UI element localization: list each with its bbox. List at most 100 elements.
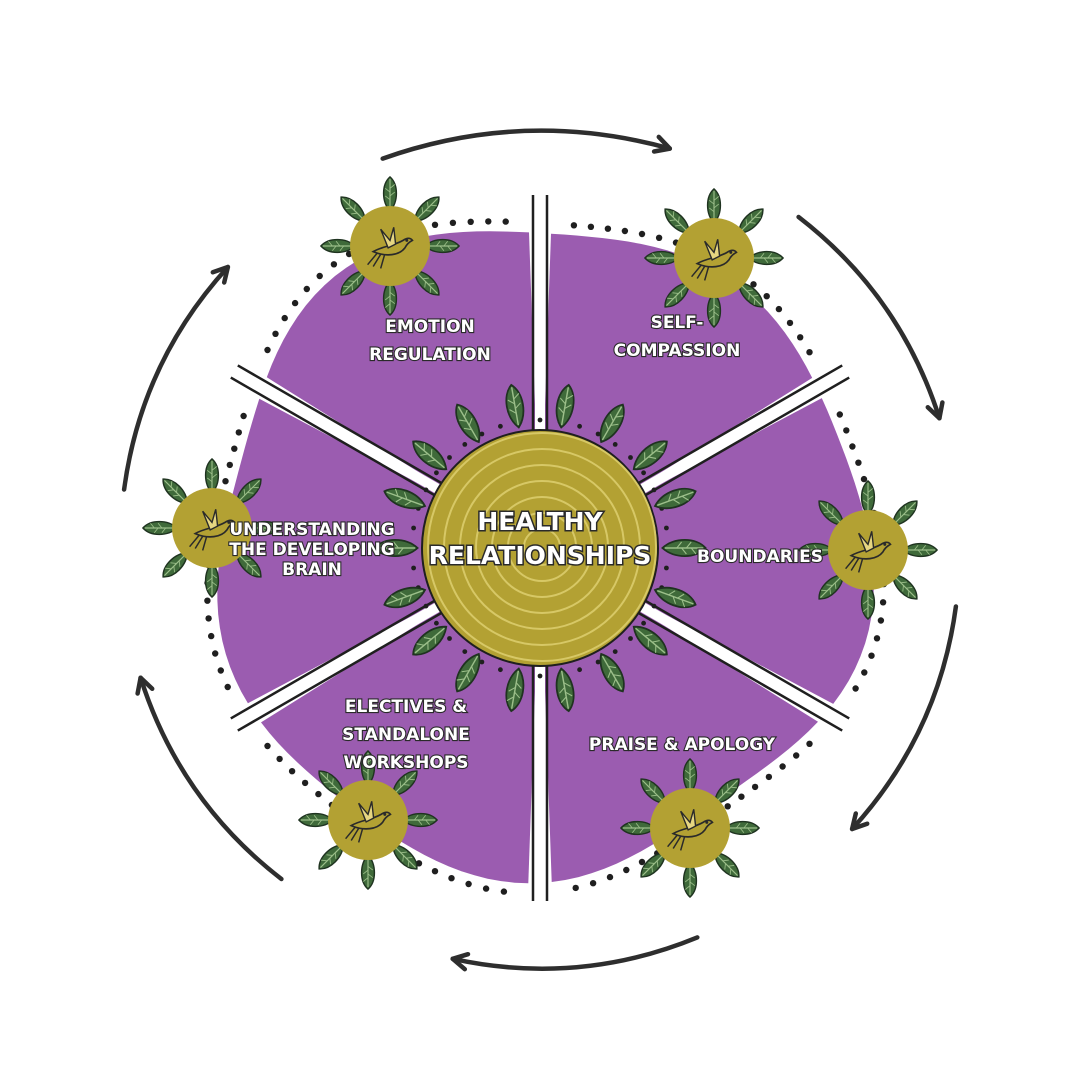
label-line: THE DEVELOPING xyxy=(229,540,395,560)
label-line: EMOTION xyxy=(385,317,475,337)
divider-line xyxy=(230,596,448,732)
leaf-icon xyxy=(298,812,334,828)
hub-dot xyxy=(651,603,657,609)
leaf-icon xyxy=(724,820,760,836)
border-dot xyxy=(849,443,856,450)
hub-ring xyxy=(459,464,625,630)
border-dot xyxy=(448,875,455,882)
cycle-arrows xyxy=(121,128,959,972)
label-boundaries: BOUNDARIES xyxy=(697,547,823,567)
border-dot xyxy=(281,314,288,322)
border-dot xyxy=(621,227,629,235)
leaf-icon xyxy=(706,188,722,224)
border-dot xyxy=(655,234,663,241)
hub-ring xyxy=(523,528,561,566)
border-dot xyxy=(235,429,242,436)
border-dot xyxy=(231,445,238,452)
border-dot xyxy=(806,349,813,356)
hub-ring xyxy=(443,448,641,646)
border-dot xyxy=(860,475,868,483)
hub-ring xyxy=(491,496,593,598)
divider-line xyxy=(632,364,850,500)
border-dot xyxy=(738,793,745,800)
curved-arrow-icon xyxy=(135,675,284,882)
border-dot xyxy=(272,330,279,337)
hub-dot xyxy=(462,442,468,447)
hub-dot xyxy=(595,659,601,665)
hub-dot xyxy=(423,487,429,493)
border-dot xyxy=(431,221,439,228)
divider-line xyxy=(531,195,549,436)
border-dot xyxy=(330,261,338,268)
border-dot xyxy=(775,305,783,313)
hub-dot xyxy=(537,673,543,679)
hub-dot xyxy=(595,431,601,437)
hub-dot xyxy=(628,455,633,460)
label-self-compassion: SELF- COMPASSION xyxy=(614,313,741,361)
border-dot xyxy=(315,790,322,798)
border-dot xyxy=(303,285,310,293)
border-dot xyxy=(868,652,875,659)
border-dot xyxy=(589,880,597,887)
bird-badge xyxy=(620,758,760,898)
label-line: ELECTIVES & xyxy=(345,697,467,717)
hub-dot xyxy=(411,525,416,531)
border-dot xyxy=(855,459,862,466)
hub-dot xyxy=(612,649,618,654)
hub-dot xyxy=(577,667,582,673)
border-dot xyxy=(806,740,813,747)
border-dot xyxy=(276,755,283,763)
leaf-icon xyxy=(320,238,356,254)
hub-dot xyxy=(651,487,657,493)
border-dot xyxy=(226,461,233,469)
center-title-line: RELATIONSHIPS xyxy=(429,541,652,570)
segment-brain xyxy=(217,398,436,704)
hub-dot xyxy=(537,417,543,423)
label-line: COMPASSION xyxy=(614,341,741,361)
border-dot xyxy=(467,218,474,225)
bird-badge xyxy=(644,188,784,328)
label-line: BRAIN xyxy=(282,560,342,580)
border-dot xyxy=(587,223,595,230)
bird-badge xyxy=(142,458,282,598)
hub-dot xyxy=(577,423,582,429)
label-line: PRAISE & APOLOGY xyxy=(589,735,776,755)
border-dot xyxy=(224,683,231,691)
border-dot xyxy=(204,597,211,604)
hub-dot xyxy=(498,423,503,429)
hub-dot xyxy=(628,636,633,641)
border-dot xyxy=(779,763,786,770)
leaf-icon xyxy=(860,480,876,516)
border-dot xyxy=(500,888,508,895)
center-title: HEALTHY RELATIONSHIPS xyxy=(429,507,652,570)
hub-dot xyxy=(447,636,452,641)
hub-dot xyxy=(664,565,669,571)
border-dot xyxy=(212,650,219,657)
border-dot xyxy=(763,293,770,300)
border-dot xyxy=(797,334,804,341)
border-dot xyxy=(836,411,843,418)
divider-line xyxy=(230,364,448,500)
hub-dot xyxy=(423,603,429,609)
center-title-line: HEALTHY xyxy=(477,507,603,536)
border-dot xyxy=(604,225,612,232)
label-line: SELF- xyxy=(651,313,704,333)
border-dot xyxy=(879,599,887,606)
curved-arrow-icon xyxy=(380,128,673,161)
border-dot xyxy=(264,742,271,750)
border-dot xyxy=(431,868,439,875)
leaf-icon xyxy=(682,862,698,898)
border-dot xyxy=(502,218,509,225)
border-dot xyxy=(570,222,578,229)
hub-dot xyxy=(411,565,416,571)
border-dot xyxy=(877,617,885,624)
border-dot xyxy=(861,669,868,676)
curved-arrow-icon xyxy=(450,935,700,972)
leaf-icon xyxy=(382,176,398,212)
bird-badges xyxy=(142,176,938,898)
hub-dot xyxy=(479,431,485,437)
